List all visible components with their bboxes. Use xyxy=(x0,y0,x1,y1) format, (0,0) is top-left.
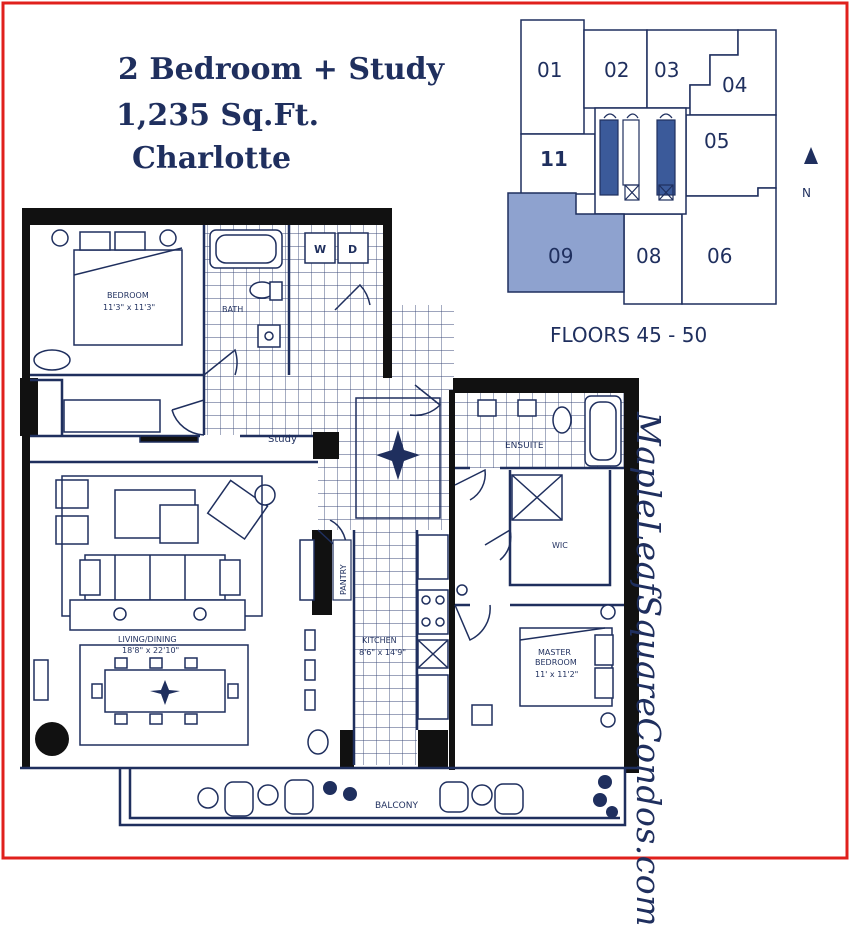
bedroom-lamp-right xyxy=(159,229,177,247)
north-arrow-icon xyxy=(804,147,818,164)
ensuite-toilet xyxy=(552,406,572,434)
bedroom-bed xyxy=(73,249,183,346)
key-label-08: 08 xyxy=(636,244,661,268)
floor-plan: BEDROOM 11'3" x 11'3" BATH W D Study xyxy=(20,208,640,827)
study-label: Study xyxy=(268,434,297,445)
bath-label: BATH xyxy=(222,305,243,314)
key-label-05: 05 xyxy=(704,129,729,153)
bedroom-rug xyxy=(33,349,71,371)
key-label-04: 04 xyxy=(722,73,747,97)
floors-label: FLOORS 45 - 50 xyxy=(550,323,708,347)
watermark-text: MapleLeafSquareCondos.com xyxy=(629,412,668,927)
ensuite-sink-right xyxy=(517,399,537,417)
hall-floor xyxy=(204,305,454,435)
sofa xyxy=(84,554,226,601)
ensuite-label: ENSUITE xyxy=(505,441,544,451)
bedroom-label: BEDROOM xyxy=(107,291,149,300)
pantry-label: PANTRY xyxy=(339,564,348,595)
foyer-star-icon xyxy=(376,430,420,480)
key-label-11: 11 xyxy=(540,147,568,171)
kitchen-size: 8'6" x 14'9" xyxy=(359,648,406,657)
key-unit-05 xyxy=(685,114,777,197)
fridge xyxy=(417,534,449,580)
unit-area: 1,235 Sq.Ft. xyxy=(116,98,320,133)
wic-label: WIC xyxy=(552,541,568,550)
dryer-label: D xyxy=(348,243,357,256)
key-label-01: 01 xyxy=(537,58,562,82)
kitchen-floor xyxy=(355,530,417,765)
key-unit-04 xyxy=(689,29,777,116)
kitchen-label: KITCHEN xyxy=(362,636,397,645)
stove xyxy=(417,589,449,635)
master-lamp-top xyxy=(600,604,616,620)
study-floor xyxy=(318,430,454,530)
bedroom-size: 11'3" x 11'3" xyxy=(103,303,155,312)
dining-centerpiece-icon xyxy=(150,680,180,705)
key-core-details xyxy=(599,113,676,201)
key-unit-06 xyxy=(681,187,777,305)
balcony-plants xyxy=(323,775,618,818)
key-plan: 01 02 03 04 05 11 09 08 06 xyxy=(507,19,818,305)
dining-rug xyxy=(79,644,249,746)
armchair xyxy=(206,479,269,541)
unit-type-title: 2 Bedroom + Study xyxy=(118,52,445,87)
living-label: LIVING/DINING xyxy=(118,635,177,644)
key-label-03: 03 xyxy=(654,58,679,82)
north-label: N xyxy=(802,186,811,200)
key-label-09: 09 xyxy=(548,244,573,268)
master-label-1: MASTER xyxy=(538,648,571,657)
bedroom-lamp-left xyxy=(51,229,69,247)
model-name: Charlotte xyxy=(132,141,292,176)
living-size: 18'8" x 22'10" xyxy=(122,646,179,655)
balcony-label: BALCONY xyxy=(375,801,418,811)
master-label-2: BEDROOM xyxy=(535,658,577,667)
page-frame: 01 02 03 04 05 11 09 08 06 xyxy=(1,1,849,860)
key-unit-02 xyxy=(583,29,648,109)
ensuite-sink-left xyxy=(477,399,497,417)
master-chair xyxy=(471,704,493,726)
kitchen-sink xyxy=(417,674,449,720)
dryer xyxy=(337,232,369,264)
living-plant-icon xyxy=(35,722,69,756)
key-unit-09-highlight xyxy=(507,192,625,293)
pantry xyxy=(332,539,352,601)
key-label-06: 06 xyxy=(707,244,732,268)
key-label-02: 02 xyxy=(604,58,629,82)
washer xyxy=(304,232,336,264)
washer-label: W xyxy=(314,243,326,256)
master-size: 11' x 11'2" xyxy=(535,670,578,679)
master-lamp-bottom xyxy=(600,712,616,728)
